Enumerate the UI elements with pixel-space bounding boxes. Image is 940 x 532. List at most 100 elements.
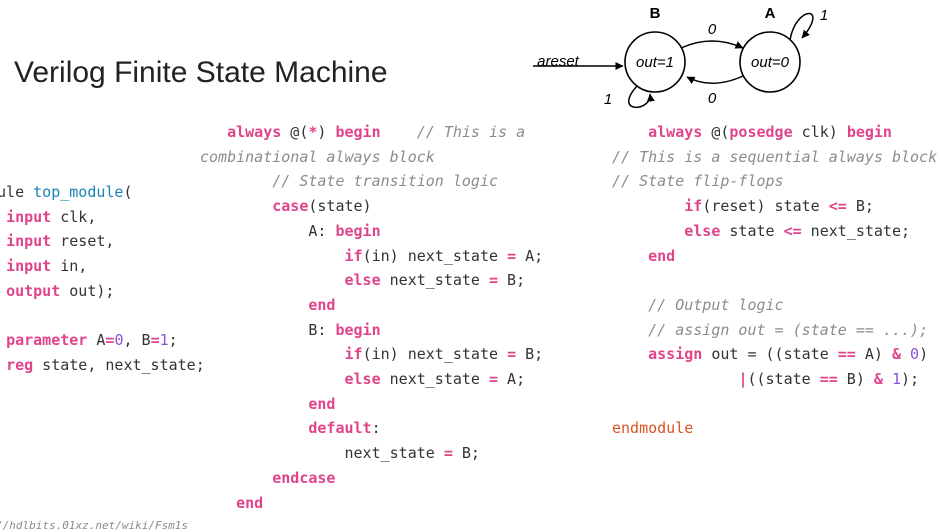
code-token: else (684, 221, 721, 240)
code-token: = (507, 246, 517, 265)
code-line: dule top_module( (0, 183, 133, 201)
code-token (200, 172, 272, 190)
code-token: 1 (891, 370, 901, 389)
state-b-name: B (650, 5, 661, 22)
transition-a-to-b-label: 0 (708, 90, 717, 107)
code-token (200, 247, 345, 265)
code-token: reg (6, 355, 34, 374)
code-token: begin (335, 123, 381, 141)
code-line: // This is a sequential always block (612, 148, 937, 166)
code-token: B; (516, 345, 544, 364)
code-line: assign out = ((state == A) & 0) (612, 345, 928, 363)
code-token (612, 370, 738, 388)
code-token: // State transition logic (272, 172, 499, 191)
code-token: input (6, 232, 52, 251)
code-line: input clk, (0, 208, 96, 226)
state-transition-code: always @(*) begin // This is a combinati… (200, 120, 543, 515)
code-token (200, 419, 308, 437)
code-token: out); (60, 281, 115, 300)
code-line: output out); (0, 282, 114, 300)
code-token: output (6, 281, 61, 300)
code-token: B; (846, 197, 874, 216)
code-token: in, (51, 257, 88, 276)
code-token: & (891, 345, 901, 364)
code-token (200, 271, 345, 289)
code-token: // assign out = (state == ...); (648, 320, 929, 339)
code-token (901, 345, 910, 363)
code-token: B; (452, 444, 480, 463)
code-token: clk, (51, 207, 97, 226)
code-token (200, 370, 345, 388)
code-token: input (6, 207, 52, 226)
code-line: always @(posedge clk) begin (612, 123, 892, 141)
code-line: end (200, 395, 335, 413)
transition-a-self-loop (789, 12, 814, 41)
code-token: else (344, 370, 381, 389)
code-token: dule (0, 183, 25, 201)
code-token: A; (516, 246, 544, 265)
code-token: B: (200, 320, 336, 339)
state-a-name: A (765, 5, 776, 22)
state-diagram: B out=1 A out=0 areset 0 0 1 1 (533, 5, 828, 108)
code-token: case (272, 197, 309, 216)
code-token: next_state (380, 370, 489, 389)
code-token (612, 345, 648, 363)
code-line: else state <= next_state; (612, 222, 910, 240)
transition-b-to-a (680, 40, 744, 49)
code-token: out = ((state (702, 345, 838, 364)
code-token: ((state (747, 370, 820, 389)
code-token: input (6, 257, 52, 276)
state-a-output: out=0 (751, 54, 790, 71)
code-token: B; (498, 271, 526, 290)
code-token (883, 370, 892, 388)
code-token: = (105, 331, 115, 350)
code-line: // State flip-flops (612, 172, 784, 190)
code-token: state (720, 221, 784, 240)
code-token: <= (783, 221, 802, 240)
code-token (200, 123, 227, 141)
code-line: else next_state = A; (200, 370, 526, 389)
code-token: if (344, 345, 363, 364)
code-token: end (648, 246, 676, 265)
code-token: | (738, 370, 748, 389)
code-token: default (308, 419, 372, 438)
code-token: A; (498, 370, 526, 389)
code-token: if (684, 197, 703, 216)
code-line: if(in) next_state = B; (200, 345, 544, 364)
code-token (612, 247, 648, 265)
code-line: if(in) next_state = A; (200, 246, 544, 265)
code-token: = (443, 444, 453, 463)
code-token: = (150, 331, 160, 350)
code-token: A (87, 331, 106, 350)
code-token: end (236, 493, 264, 512)
code-line: B: begin (200, 320, 380, 339)
code-token: // State flip-flops (612, 172, 784, 191)
code-token: <= (828, 197, 847, 216)
code-token: combinational always block (200, 147, 435, 166)
state-b-node (624, 31, 686, 93)
code-token: state, next_state; (33, 355, 205, 374)
code-token: = (507, 345, 517, 364)
code-token: , B (123, 331, 151, 350)
code-token: = (489, 271, 499, 290)
code-token: 0 (910, 345, 920, 364)
code-token: else (344, 271, 381, 290)
code-token: ) (919, 345, 929, 364)
transition-a-self-label: 1 (820, 7, 828, 24)
code-token (200, 494, 236, 512)
reset-label: areset (537, 53, 580, 70)
code-token (612, 296, 648, 314)
code-line: input reset, (0, 232, 114, 250)
code-token: assign (648, 345, 703, 364)
code-token: always (227, 123, 282, 141)
code-line: end (200, 494, 263, 512)
code-token: B) (837, 370, 874, 389)
code-token: end (308, 295, 336, 314)
code-token (200, 197, 272, 215)
code-token: (in) next_state (362, 246, 508, 265)
code-line: |((state == B) & 1); (612, 370, 919, 388)
code-token: ; (168, 331, 178, 350)
code-token: parameter (6, 331, 88, 350)
code-line: combinational always block (200, 148, 435, 166)
code-token: 0 (114, 331, 124, 350)
